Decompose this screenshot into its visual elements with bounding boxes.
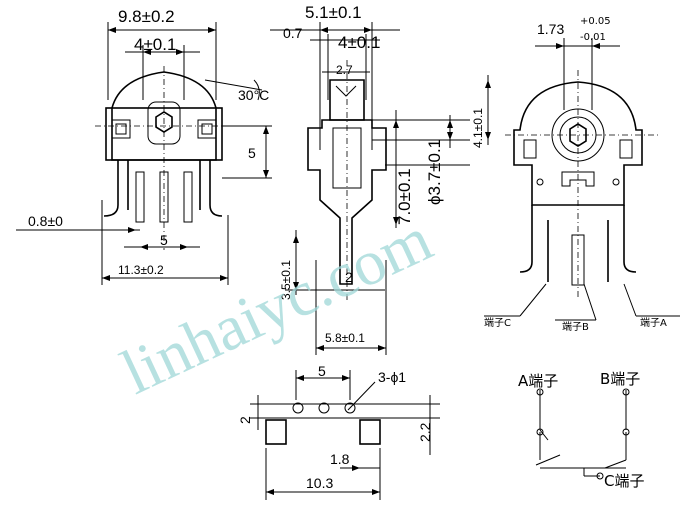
pcb-footprint	[250, 370, 440, 500]
dim-right-shaft: 1.73	[537, 21, 564, 37]
dim-pcb-pitch: 5	[318, 363, 326, 379]
side-view	[270, 22, 470, 355]
dim-top-width: 9.8±0.2	[118, 7, 175, 26]
right-view	[484, 38, 680, 321]
dim-side-inner: 4±0.1	[338, 33, 380, 52]
dim-lead-width: 0.8±0	[28, 213, 63, 229]
terminal-c-small: 端子C	[484, 316, 511, 329]
dim-pcb-103: 10.3	[306, 475, 333, 491]
dim-angle: 30°C	[238, 87, 269, 103]
front-view	[16, 22, 272, 285]
terminal-c-label: C端子	[604, 472, 644, 490]
dim-shaft-dia: ϕ3.7±0.1	[425, 139, 444, 205]
dim-holes: 3-ϕ1	[378, 369, 406, 385]
dim-right-height: 4.1±0.1	[471, 108, 485, 148]
dim-depth-58: 5.8±0.1	[325, 331, 365, 345]
dim-height-35: 3.5±0.1	[279, 260, 293, 300]
dim-lead-pitch: 5	[160, 232, 168, 248]
dim-pitch-right: 5	[248, 145, 256, 161]
dim-side-small: 2.7	[336, 63, 353, 77]
terminal-a-small: 端子A	[640, 316, 667, 329]
terminal-b-small: 端子B	[562, 320, 589, 333]
dim-side-top: 5.1±0.1	[305, 3, 362, 22]
terminal-b-label: B端子	[600, 370, 640, 388]
dim-gap-2: 2	[345, 269, 353, 285]
dim-side-offset: 0.7	[283, 25, 303, 41]
dim-pcb-22: 2.2	[417, 422, 433, 442]
terminal-schematic	[535, 388, 630, 480]
dim-tol-minus: -0.01	[580, 32, 606, 43]
dim-shaft-width: 4±0.1	[134, 35, 176, 54]
dim-body-width: 11.3±0.2	[118, 263, 164, 277]
dim-pcb-18: 1.8	[330, 451, 350, 467]
terminal-a-label: A端子	[518, 372, 558, 390]
dim-tol-plus: +0.05	[580, 16, 611, 27]
dim-height-7: 7.0±0.1	[395, 168, 414, 225]
dim-pcb-2: 2	[237, 416, 253, 424]
